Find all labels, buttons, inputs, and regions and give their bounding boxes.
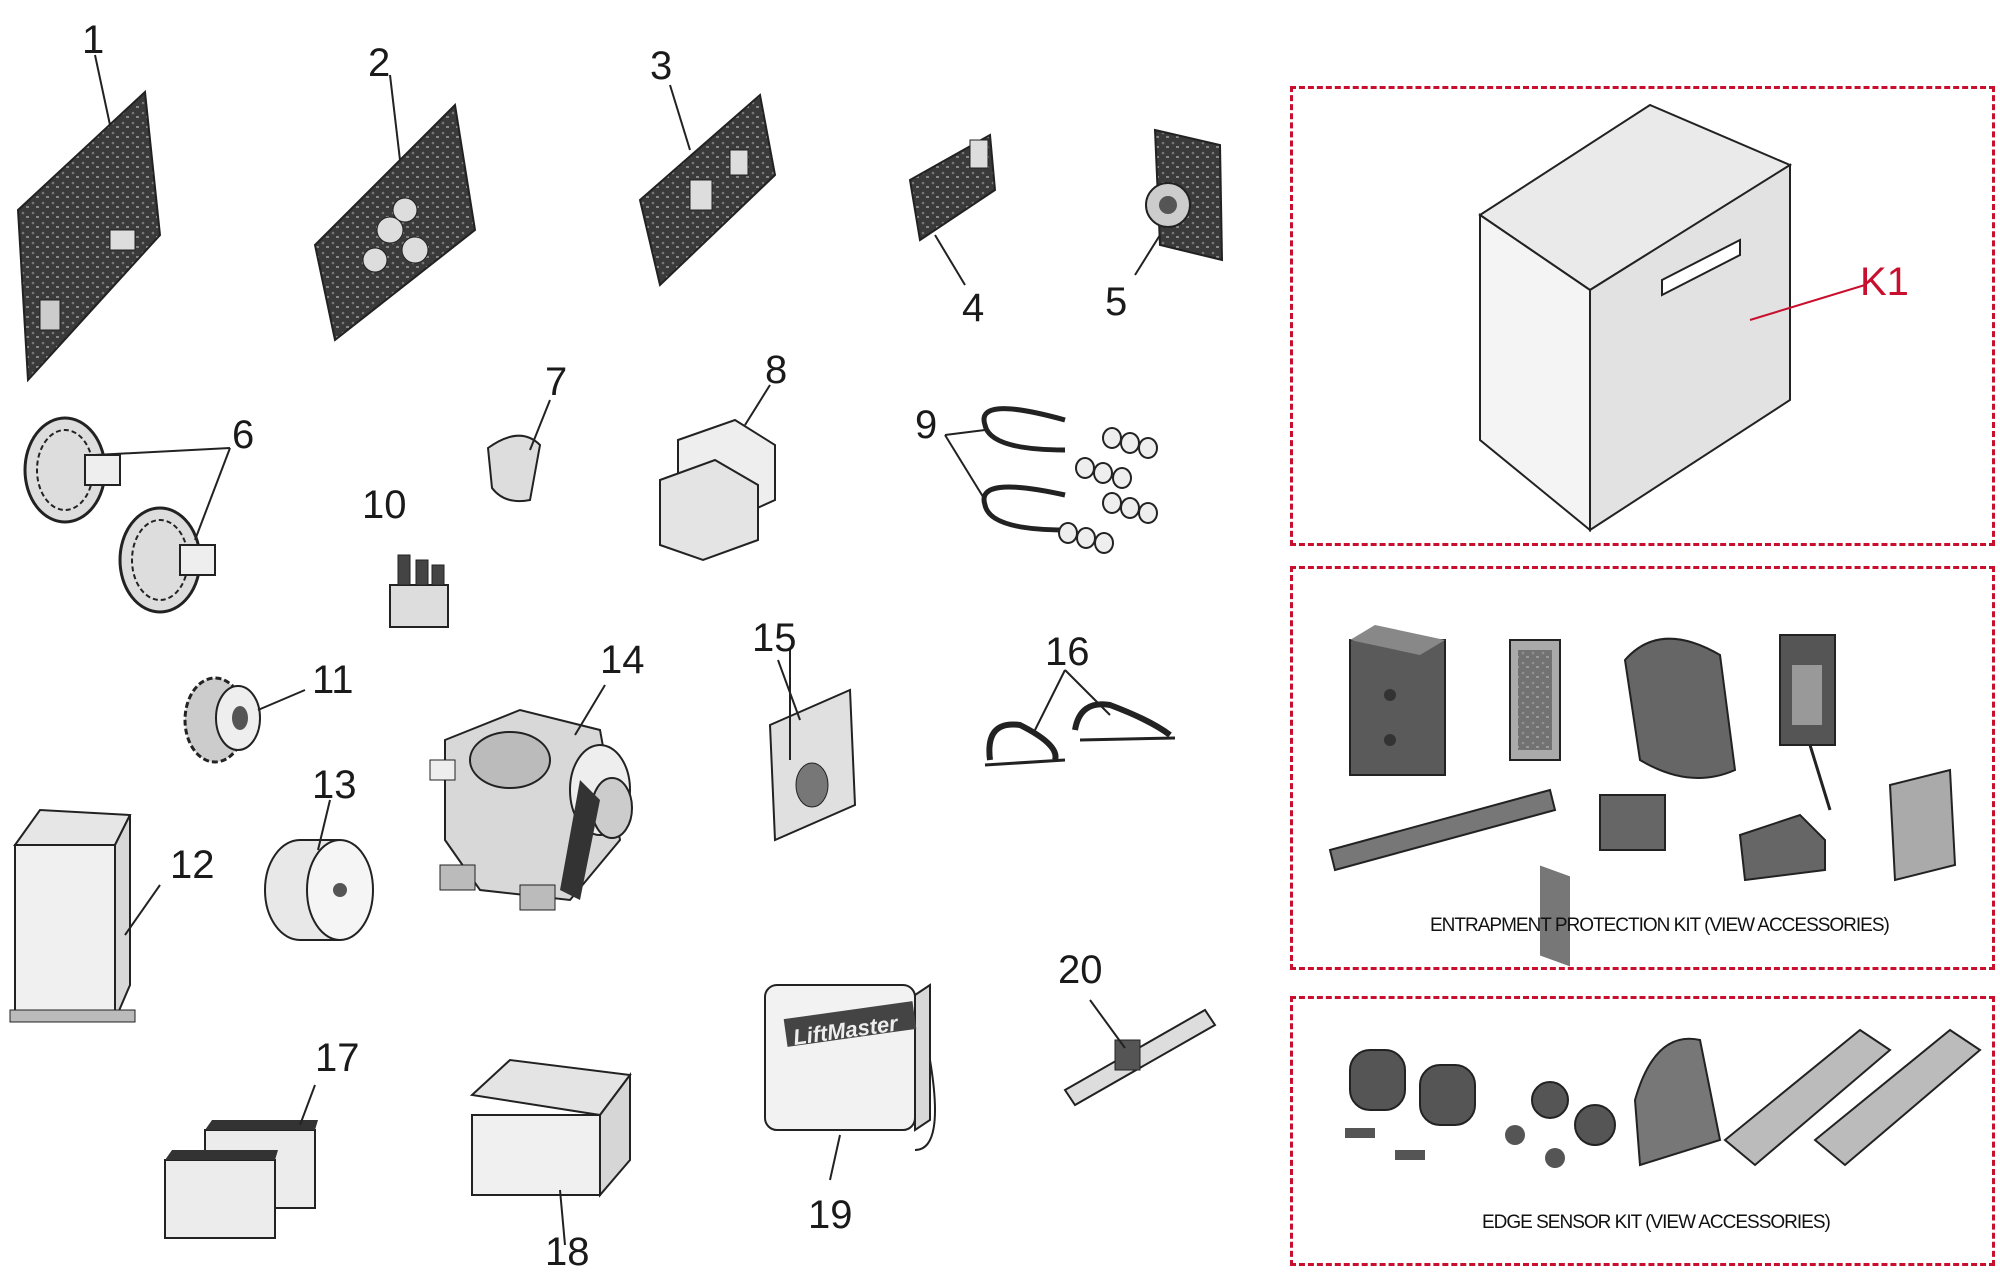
part-7-cap [486, 399, 551, 503]
callout-k1: K1 [1860, 260, 1909, 304]
callout-1: 1 [82, 18, 105, 62]
entrapment-kit-box [1290, 566, 1995, 970]
callout-2: 2 [368, 41, 391, 85]
callout-20: 20 [1058, 948, 1103, 992]
part-15-limit-assembly [768, 650, 857, 842]
part-16-clamps [984, 669, 1176, 767]
part-9-u-bolts [944, 406, 1158, 554]
part-8-brackets [659, 384, 776, 562]
callout-10: 10 [362, 483, 407, 527]
callout-15: 15 [752, 616, 797, 660]
callout-9: 9 [915, 403, 938, 447]
part-10-terminal-block [389, 554, 449, 628]
callout-16: 16 [1045, 630, 1090, 674]
callout-8: 8 [765, 348, 788, 392]
k1-kit-box [1290, 86, 1995, 546]
callout-11: 11 [312, 658, 354, 702]
entrapment-kit-parts [1328, 625, 1957, 882]
part-11-sprocket [183, 676, 306, 764]
part-5-transformer-board [1134, 128, 1224, 276]
callout-4: 4 [962, 286, 985, 330]
edge-sensor-kit-box [1290, 996, 1995, 1266]
callout-12: 12 [170, 843, 215, 887]
callout-7: 7 [545, 360, 568, 404]
part-17-batteries [164, 1084, 318, 1239]
callout-14: 14 [600, 638, 645, 682]
k1-enclosure [1478, 103, 1866, 967]
edge-sensor-kit-parts [1345, 1028, 1982, 1168]
part-1-control-board [16, 54, 162, 383]
part-12-capacitor [9, 808, 161, 1023]
part-6-sprockets [23, 416, 231, 614]
part-14-gearbox [429, 684, 633, 911]
callout-17: 17 [315, 1036, 360, 1080]
callout-13: 13 [312, 763, 357, 807]
part-2-power-board [313, 74, 477, 342]
part-4-small-board [908, 133, 997, 286]
part-18-battery [469, 1058, 632, 1246]
edge-sensor-kit-caption[interactable]: EDGE SENSOR KIT (VIEW ACCESSORIES) [1482, 1212, 1831, 1233]
entrapment-kit-caption[interactable]: ENTRAPMENT PROTECTION KIT (VIEW ACCESSOR… [1430, 915, 1890, 936]
part-19-receiver: LiftMaster [764, 983, 936, 1181]
callout-3: 3 [650, 44, 673, 88]
callout-5: 5 [1105, 280, 1128, 324]
callout-18: 18 [545, 1230, 590, 1274]
part-13-roller [264, 799, 374, 941]
callout-19: 19 [808, 1193, 853, 1237]
part-3-expansion-board [638, 84, 777, 287]
callout-6: 6 [232, 413, 255, 457]
part-20-latch [1063, 999, 1217, 1107]
